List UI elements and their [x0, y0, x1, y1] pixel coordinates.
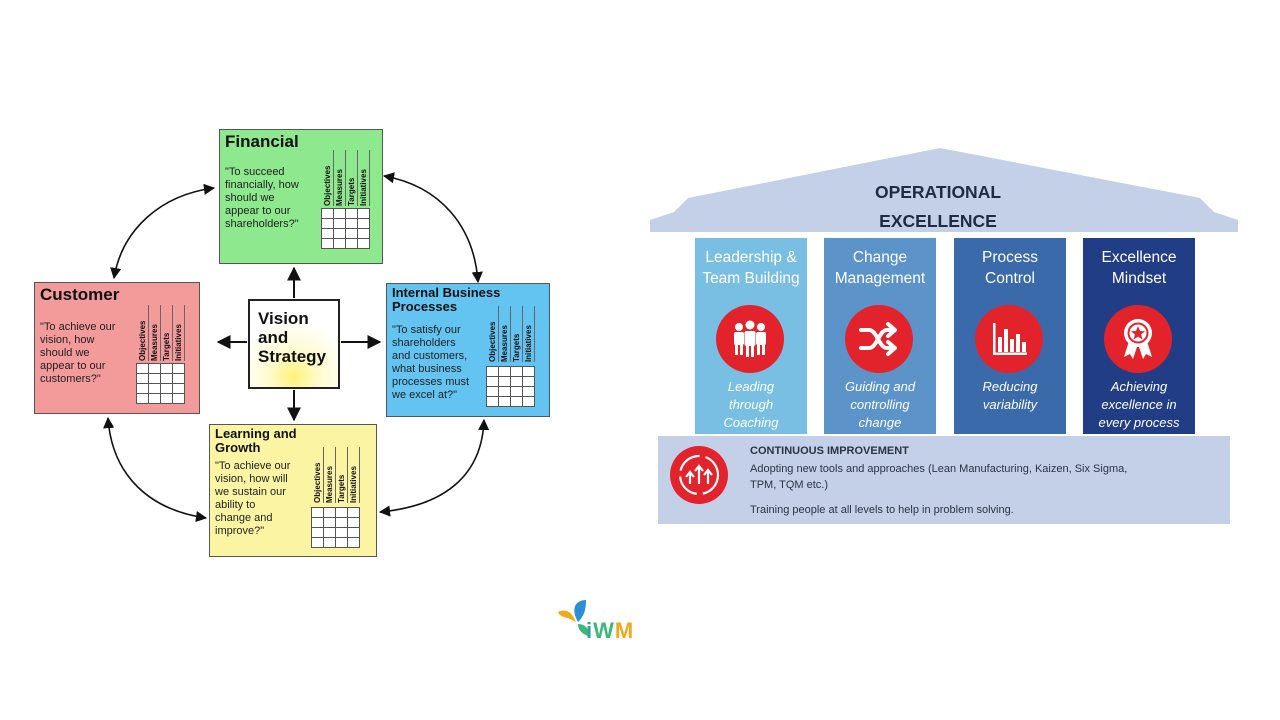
financial-question: "To succeed financially, how should we a… [225, 166, 299, 230]
learning-growth-grid [311, 507, 360, 548]
learning-growth-card: Learning and Growth "To achieve our visi… [209, 424, 377, 557]
learning-growth-question: "To achieve our vision, how will we sust… [215, 460, 291, 537]
customer-question: "To achieve our vision, how should we ap… [40, 321, 116, 385]
team-icon [716, 305, 784, 373]
arrow-internal-learning [378, 418, 490, 517]
continuous-improvement-base: CONTINUOUS IMPROVEMENT Adopting new tool… [658, 436, 1230, 524]
growth-arrows-icon [670, 446, 728, 504]
internal-business-card: Internal Business Processes "To satisfy … [386, 283, 550, 417]
scorecard-arrows [103, 172, 490, 523]
customer-grid [136, 363, 185, 404]
logo-text: iWM [586, 618, 635, 643]
financial-card: Financial "To succeed financially, how s… [219, 129, 383, 264]
balanced-scorecard-diagram: Financial "To succeed financially, how s… [34, 129, 550, 557]
iwm-logo: iWM [556, 598, 660, 648]
internal-business-title: Internal Business Processes [392, 285, 501, 314]
arrow-financial-internal [382, 172, 483, 284]
shuffle-icon [845, 305, 913, 373]
internal-business-grid [486, 366, 535, 407]
financial-title: Financial [225, 132, 299, 151]
financial-grid [321, 208, 370, 249]
vision-strategy-label: Vision and Strategy [258, 309, 327, 366]
pillar-title: Leadership &Team Building [702, 249, 800, 287]
award-ribbon-icon [1104, 305, 1172, 373]
customer-card: Customer "To achieve our vision, how sho… [34, 282, 200, 414]
vision-strategy-box: Vision and Strategy [248, 299, 340, 389]
continuous-improvement-line-1: Adopting new tools and approaches (Lean … [750, 463, 1128, 491]
arrow-financial-customer [110, 183, 216, 280]
operational-excellence-title: OPERATIONAL EXCELLENCE [874, 182, 1002, 231]
arrow-customer-learning [103, 416, 208, 523]
internal-business-question: "To satisfy our shareholders and custome… [392, 324, 470, 401]
continuous-improvement-line-2: Training people at all levels to help in… [750, 504, 1014, 516]
roof [650, 148, 1238, 232]
butterfly-icon [558, 600, 589, 636]
learning-growth-title: Learning and Growth [215, 426, 297, 455]
continuous-improvement-title: CONTINUOUS IMPROVEMENT [750, 445, 909, 457]
bar-chart-icon [975, 305, 1043, 373]
customer-title: Customer [40, 285, 120, 304]
